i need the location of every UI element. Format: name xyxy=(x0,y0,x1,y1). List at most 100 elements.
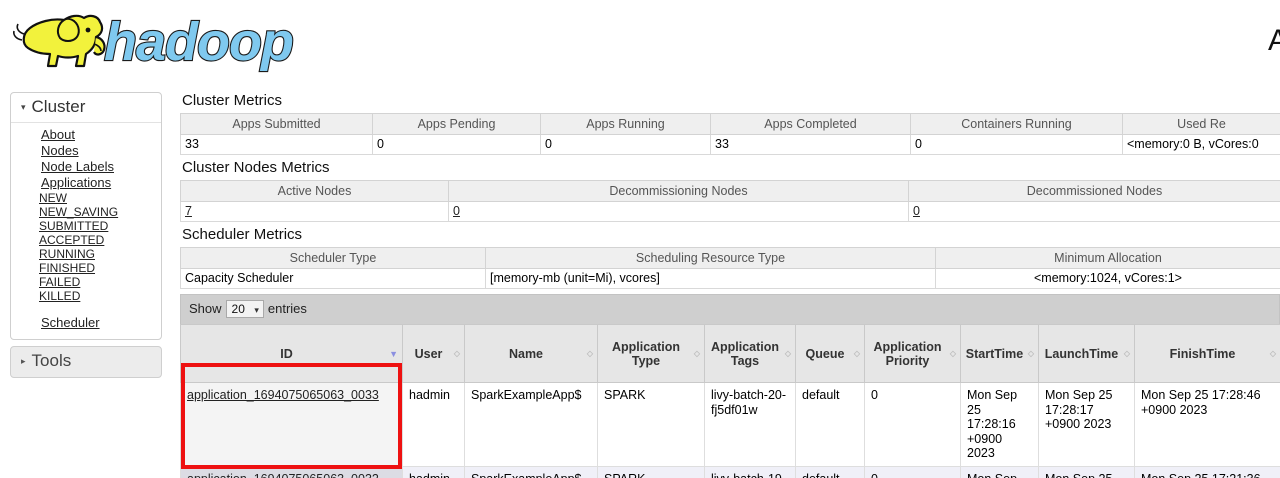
applications-table: ID▼ User◇ Name◇ Application Type◇ Applic… xyxy=(180,324,1280,478)
show-entries-label: Show xyxy=(189,301,222,316)
th-application-priority-label: Application Priority xyxy=(873,339,942,368)
hadoop-logo-icon: hadoop xyxy=(13,11,295,73)
caret-right-icon: ▸ xyxy=(21,356,26,366)
sidebar-cluster-block: ▾Cluster About Nodes Node Labels Applica… xyxy=(10,92,162,340)
sidebar-link-applications[interactable]: Applications xyxy=(41,175,112,190)
th-apps-running: Apps Running xyxy=(540,113,711,135)
sidebar-link-scheduler[interactable]: Scheduler xyxy=(41,315,100,330)
th-apps-completed: Apps Completed xyxy=(710,113,911,135)
sidebar-item-state-failed[interactable]: FAILED xyxy=(39,275,161,289)
sidebar-link-about[interactable]: About xyxy=(41,127,75,142)
cell-start-time: Mon Sep 25 17:28:16 +0900 2023 xyxy=(960,382,1039,467)
sidebar-item-scheduler[interactable]: Scheduler xyxy=(41,315,161,331)
page-title: A xyxy=(1268,24,1280,57)
cell-id: application_1694075065063_0032 xyxy=(180,465,403,478)
sort-none-icon: ◇ xyxy=(586,348,593,358)
table-row[interactable]: application_1694075065063_0033 hadmin Sp… xyxy=(180,382,1280,467)
sidebar-tools-label: Tools xyxy=(31,351,72,370)
sidebar-item-about[interactable]: About xyxy=(41,127,161,143)
sidebar-item-state-killed[interactable]: KILLED xyxy=(39,289,161,303)
sidebar-link-new[interactable]: NEW xyxy=(39,191,67,205)
th-name[interactable]: Name◇ xyxy=(464,324,598,383)
sidebar-item-state-new-saving[interactable]: NEW_SAVING xyxy=(39,205,161,219)
link-decommissioning-nodes[interactable]: 0 xyxy=(453,204,460,218)
sidebar-link-new-saving[interactable]: NEW_SAVING xyxy=(39,205,119,219)
sidebar-item-applications[interactable]: Applications xyxy=(41,175,161,191)
th-start-time[interactable]: StartTime◇ xyxy=(960,324,1039,383)
link-decommissioned-nodes[interactable]: 0 xyxy=(913,204,920,218)
cell-application-priority: 0 xyxy=(864,465,961,478)
th-scheduling-resource-type: Scheduling Resource Type xyxy=(485,247,936,269)
cell-queue: default xyxy=(795,465,865,478)
th-minimum-allocation: Minimum Allocation xyxy=(935,247,1280,269)
main-content: Cluster Metrics Apps Submitted Apps Pend… xyxy=(180,88,1280,478)
th-user[interactable]: User◇ xyxy=(402,324,465,383)
sort-none-icon: ◇ xyxy=(693,348,700,358)
th-launch-time[interactable]: LaunchTime ◇ xyxy=(1038,324,1135,383)
cell-application-type: SPARK xyxy=(597,382,705,467)
sidebar-link-failed[interactable]: FAILED xyxy=(39,275,81,289)
cell-application-priority: 0 xyxy=(864,382,961,467)
cluster-metrics-title: Cluster Metrics xyxy=(182,92,283,109)
sidebar-cluster-label: Cluster xyxy=(31,97,86,116)
sort-desc-icon: ▼ xyxy=(389,348,398,359)
page-size-value: 20 xyxy=(231,302,245,316)
cluster-nodes-header-row: Active Nodes Decommissioning Nodes Decom… xyxy=(180,180,1280,202)
sidebar-link-node-labels[interactable]: Node Labels xyxy=(41,159,114,174)
scheduler-metrics-table: Scheduler Type Scheduling Resource Type … xyxy=(180,247,1280,289)
link-active-nodes[interactable]: 7 xyxy=(185,204,192,218)
td-scheduling-resource-type: [memory-mb (unit=Mi), vcores] xyxy=(485,268,936,289)
th-launch-time-label: LaunchTime xyxy=(1044,346,1119,361)
sidebar-item-nodes[interactable]: Nodes xyxy=(41,143,161,159)
sort-none-icon: ◇ xyxy=(1123,348,1130,358)
sidebar-item-state-submitted[interactable]: SUBMITTED xyxy=(39,219,161,233)
th-application-tags-label: Application Tags xyxy=(710,339,780,368)
sidebar-item-state-accepted[interactable]: ACCEPTED xyxy=(39,233,161,247)
scheduler-metrics-value-row: Capacity Scheduler [memory-mb (unit=Mi),… xyxy=(180,268,1280,289)
page-header: hadoop A xyxy=(0,0,1280,88)
cell-start-time: Mon Sep 25 17:21:17 +0900 2023 xyxy=(960,465,1039,478)
cell-finish-time: Mon Sep 25 17:28:46 +0900 2023 xyxy=(1134,382,1280,467)
sidebar-item-state-new[interactable]: NEW xyxy=(39,191,161,205)
td-active-nodes: 7 xyxy=(180,201,449,222)
sidebar-link-nodes[interactable]: Nodes xyxy=(41,143,79,158)
application-id-link[interactable]: application_1694075065063_0033 xyxy=(187,388,379,402)
cell-launch-time: Mon Sep 25 17:21:18 +0900 2023 xyxy=(1038,465,1135,478)
th-application-tags[interactable]: Application Tags◇ xyxy=(704,324,796,383)
td-minimum-allocation: <memory:1024, vCores:1> xyxy=(935,268,1280,289)
th-finish-time[interactable]: FinishTime◇ xyxy=(1134,324,1280,383)
page-size-select[interactable]: 20▾ xyxy=(225,300,264,318)
sidebar-item-state-running[interactable]: RUNNING xyxy=(39,247,161,261)
cell-application-tags: livy-batch-20-fj5df01w xyxy=(704,382,796,467)
sidebar-cluster-header[interactable]: ▾Cluster xyxy=(11,93,161,123)
applications-header-row: ID▼ User◇ Name◇ Application Type◇ Applic… xyxy=(180,324,1280,383)
th-application-type[interactable]: Application Type◇ xyxy=(597,324,705,383)
sidebar-link-finished[interactable]: FINISHED xyxy=(39,261,96,275)
th-queue[interactable]: Queue◇ xyxy=(795,324,865,383)
sort-none-icon: ◇ xyxy=(1269,348,1276,358)
cell-user: hadmin xyxy=(402,465,465,478)
td-apps-submitted: 33 xyxy=(180,134,373,155)
sidebar-item-state-finished[interactable]: FINISHED xyxy=(39,261,161,275)
th-application-priority[interactable]: Application Priority◇ xyxy=(864,324,961,383)
cell-name: SparkExampleApp$ xyxy=(464,382,598,467)
td-apps-pending: 0 xyxy=(372,134,541,155)
entries-label: entries xyxy=(267,301,307,316)
sidebar-tools-block[interactable]: ▸ Tools xyxy=(10,346,162,378)
th-id[interactable]: ID▼ xyxy=(180,324,403,383)
cell-id: application_1694075065063_0033 xyxy=(180,382,403,467)
sidebar-link-accepted[interactable]: ACCEPTED xyxy=(39,233,105,247)
hadoop-logo[interactable]: hadoop xyxy=(8,4,298,76)
sidebar-link-killed[interactable]: KILLED xyxy=(39,289,81,303)
sidebar-item-node-labels[interactable]: Node Labels xyxy=(41,159,161,175)
cell-finish-time: Mon Sep 25 17:21:36 +0900 2023 xyxy=(1134,465,1280,478)
th-used-resources: Used Re xyxy=(1122,113,1280,135)
table-row[interactable]: application_1694075065063_0032 hadmin Sp… xyxy=(180,465,1280,478)
sidebar-link-submitted[interactable]: SUBMITTED xyxy=(39,219,109,233)
sidebar-link-running[interactable]: RUNNING xyxy=(39,247,95,261)
td-decommissioned-nodes: 0 xyxy=(908,201,1280,222)
application-id-link[interactable]: application_1694075065063_0032 xyxy=(187,472,379,478)
cluster-nodes-value-row: 7 0 0 xyxy=(180,201,1280,222)
